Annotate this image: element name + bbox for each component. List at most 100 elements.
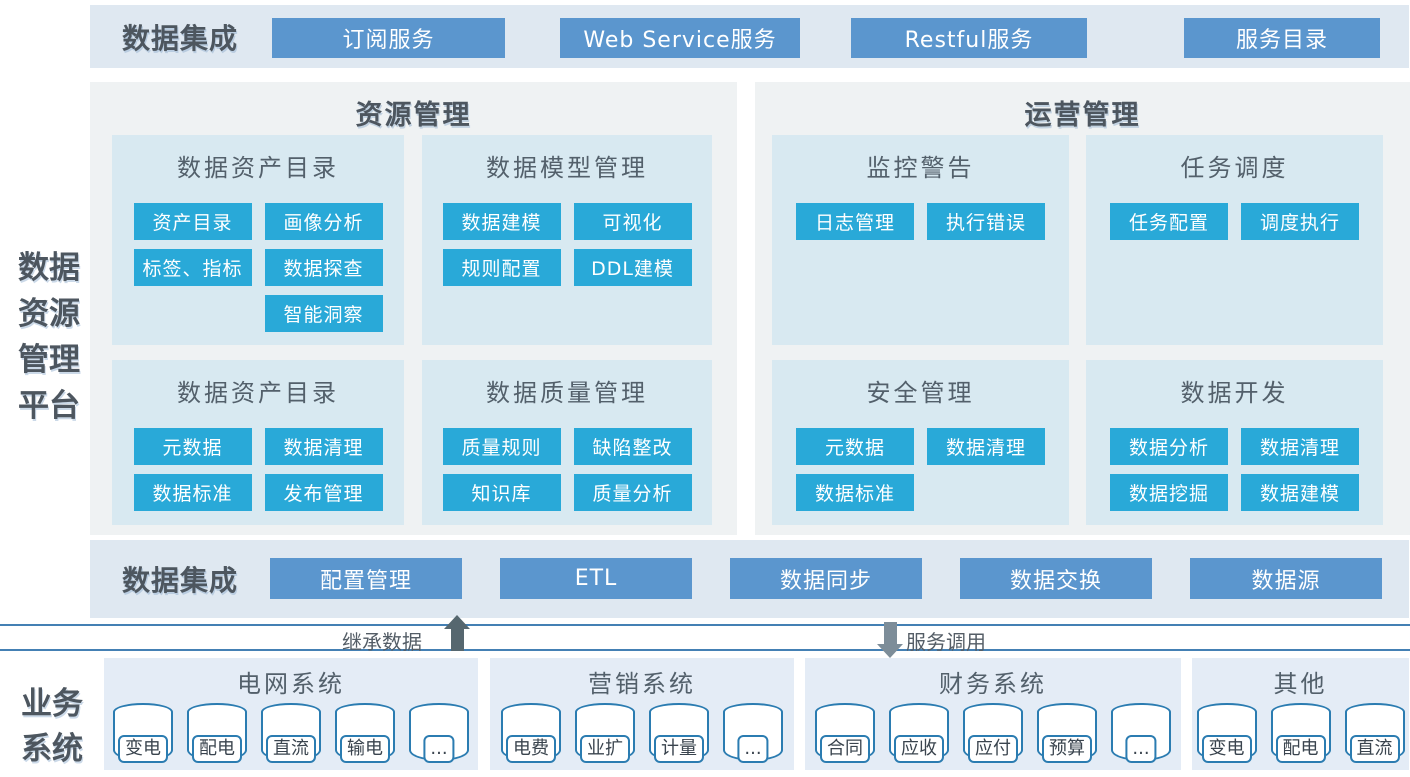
database-label: 应收	[894, 735, 944, 763]
service-block: 订阅服务	[272, 18, 505, 58]
database-label: 变电	[1201, 735, 1252, 763]
module-title: 安全管理	[866, 379, 975, 407]
database-label: ...	[423, 735, 455, 763]
integration-block: 数据源	[1190, 558, 1382, 599]
feature-row: 数据挖掘数据建模	[1086, 474, 1383, 511]
module-panel: 监控警告日志管理执行错误	[772, 135, 1069, 345]
feature-block: 数据挖掘	[1110, 474, 1228, 511]
module-feature-rows: 数据分析数据清理数据挖掘数据建模	[1086, 428, 1383, 511]
section-operation-management: 运营管理 监控警告日志管理执行错误任务调度任务配置调度执行安全管理元数据数据清理…	[755, 82, 1410, 535]
divider-band	[0, 624, 1410, 651]
module-panel: 任务调度任务配置调度执行	[1086, 135, 1383, 345]
feature-row: 质量规则缺陷整改	[422, 428, 712, 465]
platform-title: 数据资源管理平台	[8, 245, 90, 429]
feature-block: 元数据	[796, 428, 914, 465]
feature-row: 标签、指标数据探查	[112, 249, 404, 286]
feature-block: 任务配置	[1110, 203, 1228, 240]
feature-block: 数据探查	[264, 249, 383, 286]
feature-row: 资产目录画像分析	[112, 203, 404, 240]
database-icon: 应收	[889, 703, 949, 765]
database-label: 电费	[506, 735, 556, 763]
database-icon: 电费	[501, 703, 561, 765]
feature-row: 元数据数据清理	[112, 428, 404, 465]
bottom-integration-label: 数据集成	[122, 564, 239, 597]
feature-row: 日志管理执行错误	[772, 203, 1069, 240]
feature-row: 任务配置调度执行	[1086, 203, 1383, 240]
service-call-label: 服务调用	[906, 630, 986, 654]
module-title: 数据资产目录	[177, 154, 339, 182]
database-icon: 预算	[1037, 703, 1097, 765]
feature-block: 缺陷整改	[573, 428, 692, 465]
feature-block: 日志管理	[796, 203, 914, 240]
feature-block: 数据标准	[133, 474, 252, 511]
database-label: 配电	[192, 735, 242, 763]
business-title-line: 业务	[21, 686, 83, 722]
inherit-data-label: 继承数据	[342, 630, 422, 654]
module-panel: 安全管理元数据数据清理数据标准	[772, 360, 1069, 525]
feature-row: 数据标准	[772, 474, 1069, 511]
platform-title-line: 管理	[18, 342, 80, 378]
business-group: 电网系统变电配电直流输电...	[104, 658, 478, 770]
feature-block: 资产目录	[133, 203, 252, 240]
module-panel: 数据开发数据分析数据清理数据挖掘数据建模	[1086, 360, 1383, 525]
feature-block: 数据建模	[442, 203, 561, 240]
service-block: 服务目录	[1184, 18, 1380, 58]
module-panel: 数据质量管理质量规则缺陷整改知识库质量分析	[422, 360, 712, 525]
database-label: ...	[1125, 735, 1157, 763]
feature-block: 质量分析	[573, 474, 692, 511]
feature-block: 数据建模	[1241, 474, 1359, 511]
business-group: 其他变电配电直流	[1192, 658, 1409, 770]
module-panel: 数据资产目录资产目录画像分析标签、指标数据探查智能洞察	[112, 135, 404, 345]
database-label: 变电	[118, 735, 168, 763]
database-icon: 直流	[1344, 703, 1405, 765]
database-label: 计量	[654, 735, 704, 763]
integration-block: 数据交换	[960, 558, 1152, 599]
feature-row: 元数据数据清理	[772, 428, 1069, 465]
feature-row: 数据分析数据清理	[1086, 428, 1383, 465]
feature-row: 数据标准发布管理	[112, 474, 404, 511]
module-title: 数据资产目录	[177, 379, 339, 407]
feature-block: 数据清理	[1241, 428, 1359, 465]
business-group: 营销系统电费业扩计量...	[490, 658, 794, 770]
business-title-line: 系统	[21, 731, 83, 767]
database-label: 预算	[1042, 735, 1092, 763]
section-title: 运营管理	[1024, 100, 1141, 131]
module-feature-rows: 日志管理执行错误	[772, 203, 1069, 240]
database-icon: ...	[723, 703, 783, 765]
integration-block: 数据同步	[730, 558, 922, 599]
database-icon: 计量	[649, 703, 709, 765]
module-title: 监控警告	[866, 154, 975, 182]
database-icon: 业扩	[575, 703, 635, 765]
feature-block: 可视化	[573, 203, 692, 240]
database-icon: 直流	[261, 703, 321, 765]
database-label: 输电	[340, 735, 390, 763]
database-icon: ...	[409, 703, 469, 765]
business-group-title: 其他	[1273, 670, 1328, 698]
database-row: 变电配电直流	[1192, 703, 1409, 765]
integration-block: 配置管理	[270, 558, 462, 599]
feature-block: 数据标准	[796, 474, 914, 511]
database-row: 合同应收应付预算...	[805, 703, 1181, 765]
database-label: ...	[737, 735, 769, 763]
business-systems-title: 业务系统	[6, 682, 98, 772]
database-icon: 应付	[963, 703, 1023, 765]
database-icon: 配电	[187, 703, 247, 765]
database-label: 直流	[1349, 735, 1400, 763]
feature-block: DDL建模	[573, 249, 692, 286]
feature-block: 智能洞察	[264, 295, 383, 332]
feature-block: 发布管理	[264, 474, 383, 511]
section-title: 资源管理	[355, 100, 472, 131]
feature-block: 元数据	[133, 428, 252, 465]
database-label: 直流	[266, 735, 316, 763]
feature-block: 数据清理	[927, 428, 1045, 465]
feature-block: 数据分析	[1110, 428, 1228, 465]
service-block: Web Service服务	[560, 18, 800, 58]
feature-block: 调度执行	[1241, 203, 1359, 240]
feature-block: 质量规则	[442, 428, 561, 465]
